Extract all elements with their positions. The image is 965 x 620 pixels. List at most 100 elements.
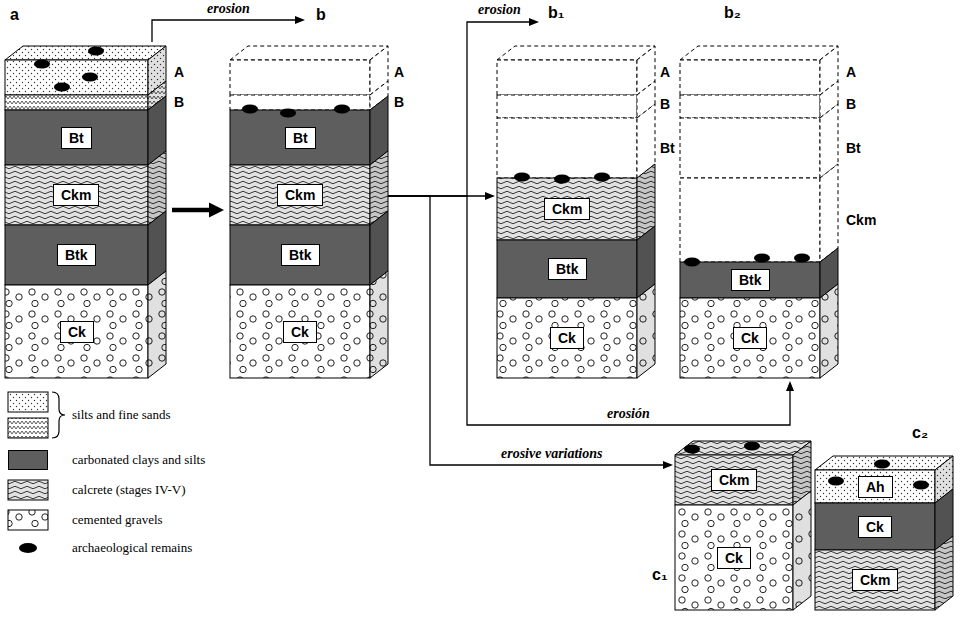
archaeological-remain	[828, 477, 844, 486]
legend-label: silts and fine sands	[72, 407, 171, 423]
horizon-name: Bt	[293, 130, 308, 146]
arrow-head	[663, 461, 673, 469]
horizon-label: Btk	[731, 269, 770, 291]
horizon-label: Ckm	[852, 569, 898, 591]
block-side-face	[935, 536, 953, 610]
legend-label: cemented gravels	[72, 512, 163, 528]
legend-label: carbonated clays and silts	[72, 452, 205, 468]
horizon-name: Bt	[69, 130, 84, 146]
column-letter: b₂	[724, 4, 741, 22]
arrow-head	[209, 203, 224, 218]
legend-label: archaeological remains	[72, 540, 192, 556]
horizon-label: Ck	[858, 516, 892, 538]
connector	[388, 196, 794, 425]
soil-column: b₁CkmBtkCk	[497, 60, 655, 378]
horizon-name: Ck	[866, 519, 884, 535]
horizon-letter: B	[394, 94, 404, 110]
horizon-name: Ckm	[552, 201, 582, 217]
horizon-layer	[5, 110, 148, 165]
horizon-label: Ck	[550, 327, 584, 349]
archaeological-remain	[82, 73, 98, 82]
horizon-name: Btk	[739, 272, 762, 288]
horizon-letter: B	[174, 94, 184, 110]
legend-sample	[8, 510, 48, 530]
horizon-layer	[230, 285, 370, 378]
horizon-layer	[680, 60, 820, 95]
column-letter: a	[10, 6, 19, 24]
soil-column: bBtCkmBtkCk	[230, 60, 388, 378]
horizon-label: Ck	[717, 547, 751, 569]
horizon-name: Ck	[68, 324, 86, 340]
horizon-layer	[680, 178, 820, 262]
horizon-label: Btk	[548, 258, 587, 280]
horizon-layer	[680, 262, 820, 298]
horizon-layer	[497, 60, 637, 95]
horizon-layer	[815, 470, 935, 503]
archaeological-remain	[88, 47, 104, 56]
side-shade	[793, 491, 811, 610]
horizon-layer	[675, 455, 793, 505]
soil-column: aBtCkmBtkCk	[5, 60, 166, 378]
horizon-name: Ck	[558, 330, 576, 346]
horizon-layer	[230, 165, 370, 225]
horizon-layer	[230, 225, 370, 285]
horizon-name: Ckm	[61, 187, 91, 203]
horizon-layer	[680, 298, 820, 378]
horizon-letter: Bt	[660, 140, 675, 156]
archaeological-remain	[684, 445, 700, 454]
horizon-layer	[815, 503, 935, 550]
block-side-face	[637, 284, 655, 378]
soil-column: c₂AhCkCkm	[815, 470, 953, 610]
horizon-letter: A	[174, 64, 184, 80]
arrow-head	[295, 16, 305, 24]
archaeological-remain	[54, 83, 70, 92]
horizon-name: Ck	[725, 550, 743, 566]
horizon-label: Ckm	[711, 469, 757, 491]
horizon-layer	[5, 225, 148, 285]
archaeological-remain	[794, 254, 810, 263]
horizon-letter: A	[846, 64, 856, 80]
column-letter: c₁	[652, 566, 668, 584]
horizon-name: Ck	[741, 330, 759, 346]
edge-label: erosive variations	[501, 446, 603, 462]
block-top-face	[230, 46, 388, 60]
side-shade	[148, 271, 166, 378]
arrow-head	[529, 18, 539, 26]
horizon-name: Ckm	[860, 572, 890, 588]
horizon-layer	[497, 95, 637, 118]
process-label: erosion	[478, 2, 521, 18]
legend-label: calcrete (stages IV-V)	[72, 482, 186, 498]
archaeological-remain	[514, 173, 530, 182]
horizon-layer	[5, 165, 148, 225]
horizon-layer	[5, 95, 148, 110]
horizon-label: Ck	[60, 321, 94, 343]
block-top-face	[675, 441, 811, 455]
archaeological-remain	[874, 460, 890, 469]
block-top-face	[5, 46, 166, 60]
block-side-face	[820, 284, 838, 378]
archaeological-remain	[242, 105, 258, 114]
horizon-letter: B	[660, 96, 670, 112]
horizon-label: Btk	[57, 244, 96, 266]
legend-sample	[8, 480, 48, 500]
horizon-layer	[497, 118, 637, 178]
horizon-name: Ah	[866, 479, 885, 495]
horizon-letter: Ckm	[846, 212, 876, 228]
horizon-label: Ckm	[53, 184, 99, 206]
horizon-name: Btk	[556, 261, 579, 277]
column-letter: b₁	[548, 4, 564, 22]
block-top-face	[497, 46, 655, 60]
horizon-label: Bt	[61, 127, 92, 149]
side-shade	[370, 271, 388, 378]
block-top-face	[815, 456, 953, 470]
horizon-layer	[680, 118, 820, 178]
archaeological-remain	[554, 175, 570, 184]
legend-brace	[52, 392, 65, 438]
horizon-name: Ckm	[719, 472, 749, 488]
legend-sample	[8, 418, 48, 438]
archaeological-remain	[684, 258, 700, 267]
column-letter: c₂	[912, 424, 928, 442]
arrow-head	[485, 192, 495, 200]
